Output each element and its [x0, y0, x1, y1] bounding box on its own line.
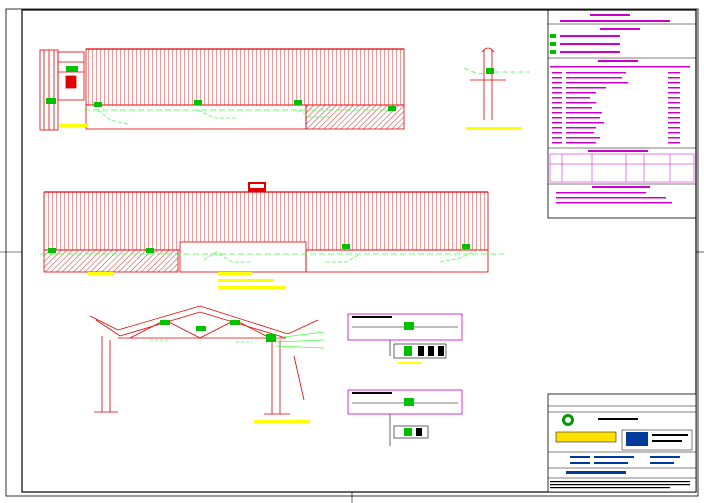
- title-yellow-bar: [555, 431, 617, 443]
- base-slab-middle: [305, 249, 489, 273]
- top-elevation: [39, 48, 405, 131]
- loads-table: [549, 153, 695, 183]
- roof-fittings: [160, 320, 276, 342]
- notes-header: [592, 186, 650, 188]
- legend-block: [547, 9, 697, 219]
- materials-header: [598, 60, 638, 62]
- light-fixture-icon: [94, 100, 396, 111]
- door-opening: [179, 241, 307, 273]
- loads-header: [588, 150, 648, 152]
- light-fixture-icon: [48, 244, 470, 253]
- title-footer-lines: [550, 481, 690, 489]
- company-logo-icon: [562, 414, 574, 426]
- pole-label: [466, 127, 522, 130]
- yellow-note-middle: [88, 272, 286, 289]
- materials-list: [550, 66, 690, 144]
- roof-label: [254, 420, 310, 423]
- corrugated-wall-middle: [43, 191, 489, 251]
- title-main: [566, 471, 626, 474]
- base-slab-top: [85, 104, 307, 130]
- sheet-frame: [0, 8, 704, 503]
- roof-cables: [150, 331, 325, 349]
- symbol-list: [550, 34, 620, 54]
- panel-box: [66, 66, 78, 72]
- corrugated-wall-top: [85, 48, 405, 106]
- pole-cable: [463, 67, 530, 75]
- panel-box-2: [46, 98, 56, 104]
- legend-header-lines: [560, 14, 670, 30]
- schematic-panel-1: [347, 313, 463, 364]
- title-blue-logo: [621, 429, 693, 451]
- notes-lines: [556, 192, 672, 204]
- middle-elevation: [40, 182, 504, 289]
- title-fields: [570, 456, 680, 464]
- hatched-slab-middle: [43, 249, 179, 273]
- schematic-panel-2: [347, 389, 463, 446]
- roof-section: [89, 305, 319, 415]
- pole-fixture: [486, 68, 494, 74]
- title-block: [547, 393, 697, 493]
- left-column-detail: [39, 49, 85, 131]
- yellow-label-top: [60, 124, 88, 127]
- pole-detail: [470, 47, 506, 120]
